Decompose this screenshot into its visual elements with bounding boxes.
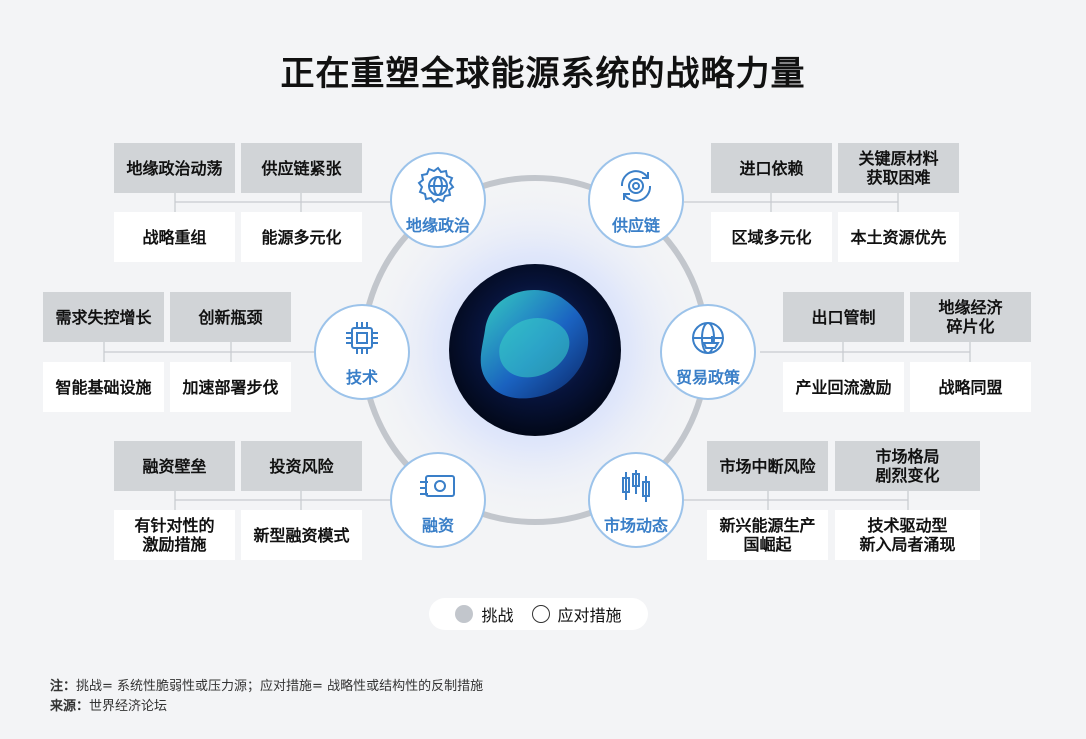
note-text: 挑战= 系统性脆弱性或压力源；应对措施= 战略性或结构性的反制措施 — [76, 679, 484, 694]
challenge-box: 市场格局 剧烈变化 — [835, 441, 980, 491]
money-icon — [420, 475, 455, 497]
legend-item-response: 应对措施 — [531, 602, 622, 626]
node-label: 技术 — [345, 368, 378, 387]
gear-cycle-icon — [620, 170, 652, 202]
connector-lines — [103, 193, 971, 510]
source-text: 世界经济论坛 — [89, 699, 168, 714]
response-box: 能源多元化 — [241, 212, 362, 262]
challenge-box: 融资壁垒 — [114, 441, 235, 491]
response-box: 智能基础设施 — [43, 362, 164, 412]
candlestick-icon — [622, 470, 650, 502]
node-label: 市场动态 — [603, 516, 668, 535]
gear-globe-icon — [417, 166, 455, 204]
challenge-box: 需求失控增长 — [43, 292, 164, 342]
challenge-box: 供应链紧张 — [241, 143, 362, 193]
source-label: 来源： — [50, 699, 90, 714]
node-label: 供应链 — [611, 216, 660, 235]
node-label: 贸易政策 — [675, 368, 740, 387]
response-box: 新兴能源生产 国崛起 — [707, 510, 828, 560]
challenge-box: 投资风险 — [241, 441, 362, 491]
response-box: 区域多元化 — [711, 212, 832, 262]
legend: 挑战 应对措施 — [429, 598, 648, 630]
node-finance: 融资 — [390, 452, 486, 548]
response-box: 战略重组 — [114, 212, 235, 262]
response-box: 技术驱动型 新入局者涌现 — [835, 510, 980, 560]
response-box: 有针对性的 激励措施 — [114, 510, 235, 560]
note-label: 注： — [50, 679, 77, 694]
node-supply-chain: 供应链 — [588, 152, 684, 248]
challenge-box: 出口管制 — [783, 292, 904, 342]
challenge-swatch — [455, 605, 474, 623]
challenge-box: 市场中断风险 — [707, 441, 828, 491]
legend-label: 挑战 — [481, 606, 514, 625]
legend-label: 应对措施 — [557, 606, 622, 625]
node-technology: 技术 — [314, 304, 410, 400]
response-box: 产业回流激励 — [783, 362, 904, 412]
challenge-box: 创新瓶颈 — [170, 292, 291, 342]
globe-ship-icon — [692, 322, 724, 354]
node-trade-policy: 贸易政策 — [660, 304, 756, 400]
challenge-box: 关键原材料 获取困难 — [838, 143, 959, 193]
response-box: 本土资源优先 — [838, 212, 959, 262]
challenge-box: 地缘政治动荡 — [114, 143, 235, 193]
response-box: 加速部署步伐 — [170, 362, 291, 412]
response-swatch — [531, 605, 550, 623]
challenge-box: 地缘经济 碎片化 — [910, 292, 1031, 342]
footnote: 注：挑战= 系统性脆弱性或压力源；应对措施= 战略性或结构性的反制措施 — [50, 675, 483, 694]
node-geopolitics: 地缘政治 — [390, 152, 486, 248]
node-label: 地缘政治 — [405, 216, 470, 235]
node-market-dynamics: 市场动态 — [588, 452, 684, 548]
response-box: 新型融资模式 — [241, 510, 362, 560]
legend-item-challenge: 挑战 — [455, 602, 514, 626]
chip-icon — [346, 322, 378, 354]
page-title: 正在重塑全球能源系统的战略力量 — [280, 54, 806, 94]
challenge-box: 进口依赖 — [711, 143, 832, 193]
response-box: 战略同盟 — [910, 362, 1031, 412]
core-blob-inner — [499, 318, 570, 378]
source-note: 来源：世界经济论坛 — [50, 695, 167, 714]
node-label: 融资 — [421, 516, 454, 535]
